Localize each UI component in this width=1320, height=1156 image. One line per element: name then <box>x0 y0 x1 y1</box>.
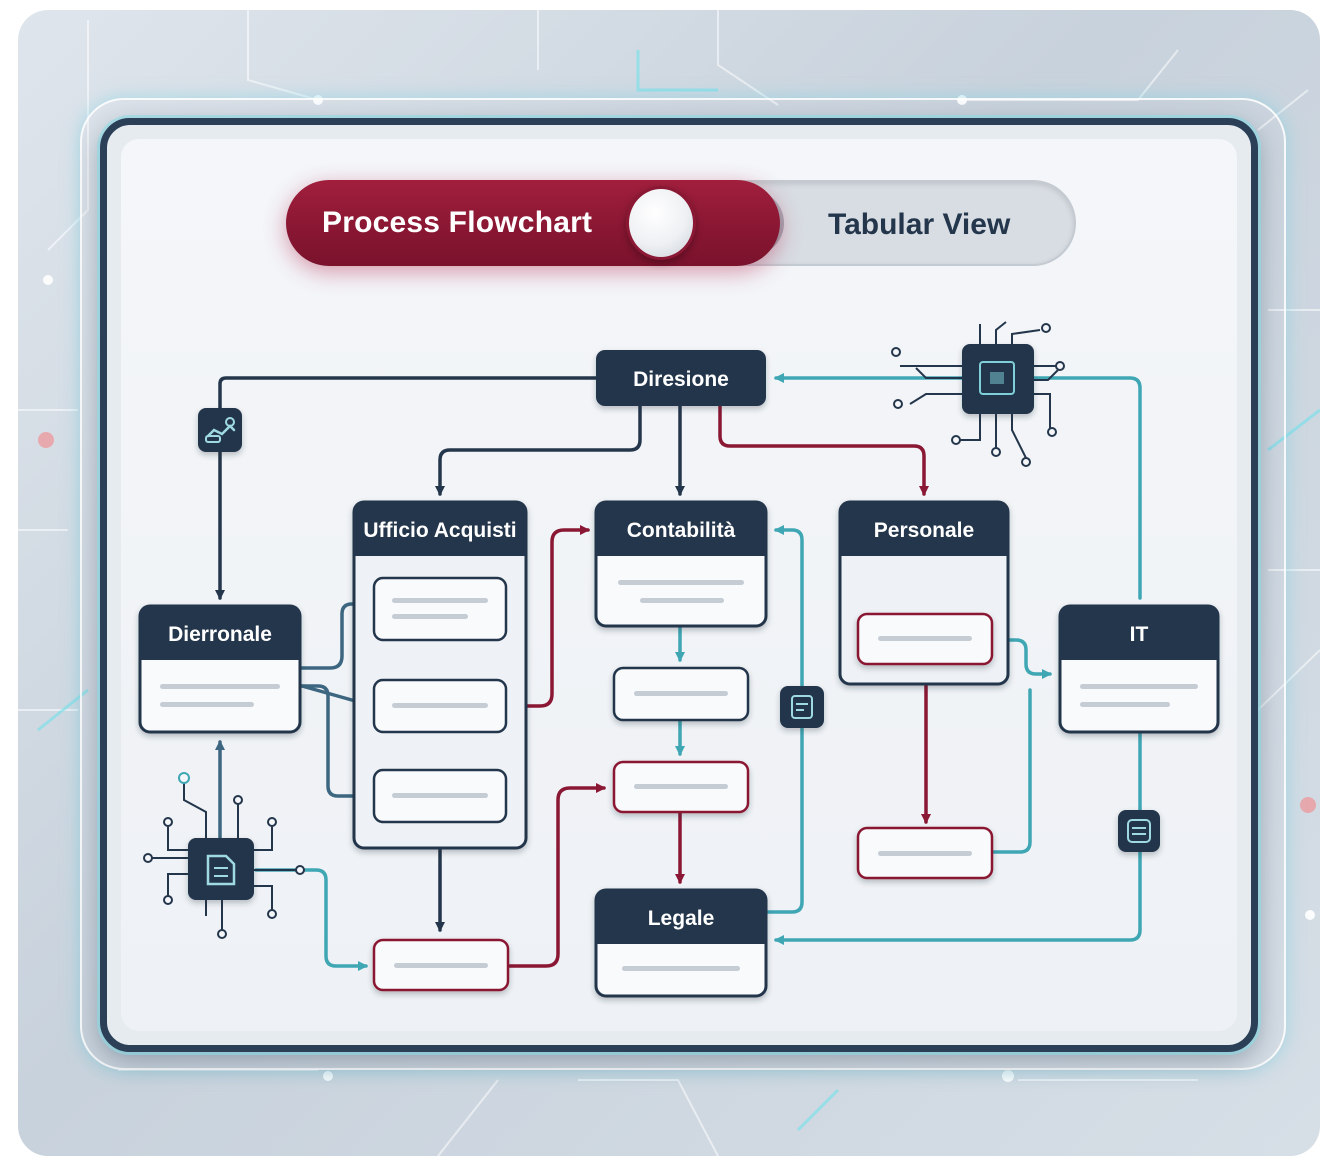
acquisti-item-2[interactable] <box>372 678 508 734</box>
node-ufficio-acquisti[interactable]: Ufficio Acquisti <box>352 500 528 850</box>
node-dierronale-title: Dierronale <box>168 623 272 646</box>
node-dierronale[interactable]: Dierronale <box>138 604 302 734</box>
edge-dierronale-acquisti-1 <box>300 599 368 670</box>
node-personale-title: Personale <box>874 519 974 542</box>
swap-icon <box>1118 810 1160 852</box>
edge-personale-it <box>990 638 1052 679</box>
edge-dierronale-acquisti-3 <box>300 684 368 801</box>
node-it-title: IT <box>1130 623 1149 646</box>
node-it[interactable]: IT <box>1058 604 1220 734</box>
handshake-icon <box>198 408 242 452</box>
toggle-option-process-flowchart[interactable]: Process Flowchart <box>286 180 780 266</box>
node-contabilita-title: Contabilità <box>627 519 736 542</box>
contabilita-item-1[interactable] <box>612 666 750 722</box>
node-legale[interactable]: Legale <box>594 888 768 998</box>
contabilita-item-2[interactable] <box>612 760 750 814</box>
edge-it-legale <box>774 732 1142 945</box>
edge-direzione-personale <box>718 404 929 496</box>
node-direzione-title: Diresione <box>633 368 729 391</box>
edge-acquisti-contabilita <box>510 525 590 708</box>
toggle-label-process-flowchart: Process Flowchart <box>322 206 593 239</box>
node-ufficio-acquisti-title: Ufficio Acquisti <box>363 519 516 542</box>
personale-item-2[interactable] <box>856 826 994 880</box>
toggle-knob[interactable] <box>626 186 696 260</box>
document-icon <box>143 772 305 939</box>
view-toggle[interactable]: Process Flowchart Tabular View <box>286 180 1076 266</box>
node-contabilita[interactable]: Contabilità <box>594 500 768 628</box>
database-icon <box>780 686 824 728</box>
edge-bottom-box-contabilita <box>506 783 606 968</box>
acquisti-item-3[interactable] <box>372 768 508 824</box>
acquisti-item-1[interactable] <box>372 576 508 642</box>
node-legale-title: Legale <box>648 907 715 930</box>
circuit-background <box>18 10 1320 1156</box>
chip-icon <box>891 321 1065 467</box>
node-direzione[interactable]: Diresione <box>596 350 766 406</box>
edge-personale-bottom-it <box>992 688 1032 854</box>
panel-glow-frame <box>80 98 1286 1070</box>
edge-direzione-acquisti <box>435 404 642 496</box>
toggle-option-tabular-view[interactable]: Tabular View <box>828 208 1011 241</box>
acquisti-output-box[interactable] <box>372 938 510 992</box>
personale-item-1[interactable] <box>856 612 994 666</box>
edge-it-direzione <box>774 373 1142 600</box>
edge-chip-bottom-box <box>254 868 368 971</box>
edge-direzione-dierronale <box>215 376 600 600</box>
